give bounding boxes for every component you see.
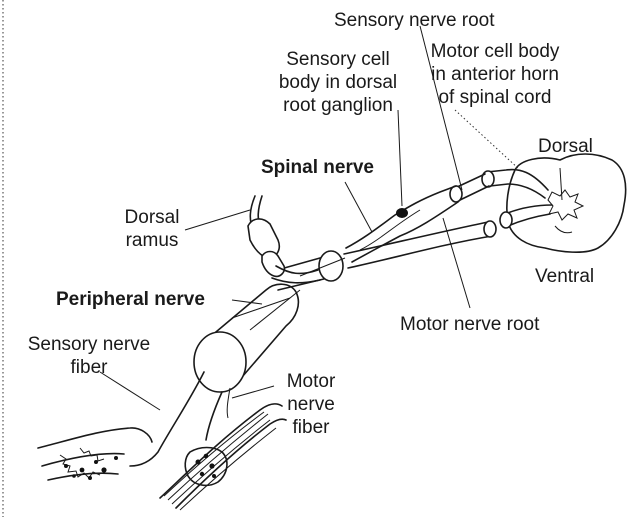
label-ventral: Ventral bbox=[535, 265, 594, 288]
label-spinal-nerve: Spinal nerve bbox=[261, 156, 374, 179]
label-dorsal-ramus-line-2: ramus bbox=[112, 229, 192, 252]
label-sensory-nerve-fiber-line-1: Sensory nerve bbox=[14, 333, 164, 356]
label-motor-nerve-fiber-line-3: fiber bbox=[276, 416, 346, 439]
label-peripheral-nerve: Peripheral nerve bbox=[56, 288, 205, 311]
label-motor-cell-body-line-2: in anterior horn bbox=[420, 63, 570, 86]
label-motor-nerve-fiber-line-1: Motor bbox=[276, 370, 346, 393]
label-sensory-nerve-fiber-line-2: fiber bbox=[14, 356, 164, 379]
label-motor-nerve-root: Motor nerve root bbox=[400, 313, 539, 336]
label-motor-nerve-fiber-line-2: nerve bbox=[276, 393, 346, 416]
skin-receptor-area bbox=[38, 428, 152, 480]
label-motor-cell-body: Motor cell body in anterior horn of spin… bbox=[420, 40, 570, 109]
label-motor-cell-body-line-1: Motor cell body bbox=[420, 40, 570, 63]
muscle-fibers bbox=[160, 404, 286, 510]
label-dorsal-ramus: Dorsal ramus bbox=[112, 206, 192, 252]
label-motor-nerve-fiber: Motor nerve fiber bbox=[276, 370, 346, 439]
label-sensory-cell-body-line-1: Sensory cell bbox=[276, 48, 400, 71]
spinal-cord-cross-section bbox=[507, 154, 626, 252]
label-sensory-cell-body: Sensory cell body in dorsal root ganglio… bbox=[276, 48, 400, 117]
sensory-cell-body-dot bbox=[396, 208, 408, 218]
label-dorsal: Dorsal bbox=[538, 135, 593, 158]
label-sensory-nerve-root: Sensory nerve root bbox=[334, 9, 495, 32]
label-sensory-nerve-fiber: Sensory nerve fiber bbox=[14, 333, 164, 379]
dorsal-ramus-branch bbox=[248, 196, 320, 283]
label-sensory-cell-body-line-2: body in dorsal bbox=[276, 71, 400, 94]
label-motor-cell-body-line-3: of spinal cord bbox=[420, 86, 570, 109]
label-dorsal-ramus-line-1: Dorsal bbox=[112, 206, 192, 229]
label-sensory-cell-body-line-3: root ganglion bbox=[276, 94, 400, 117]
